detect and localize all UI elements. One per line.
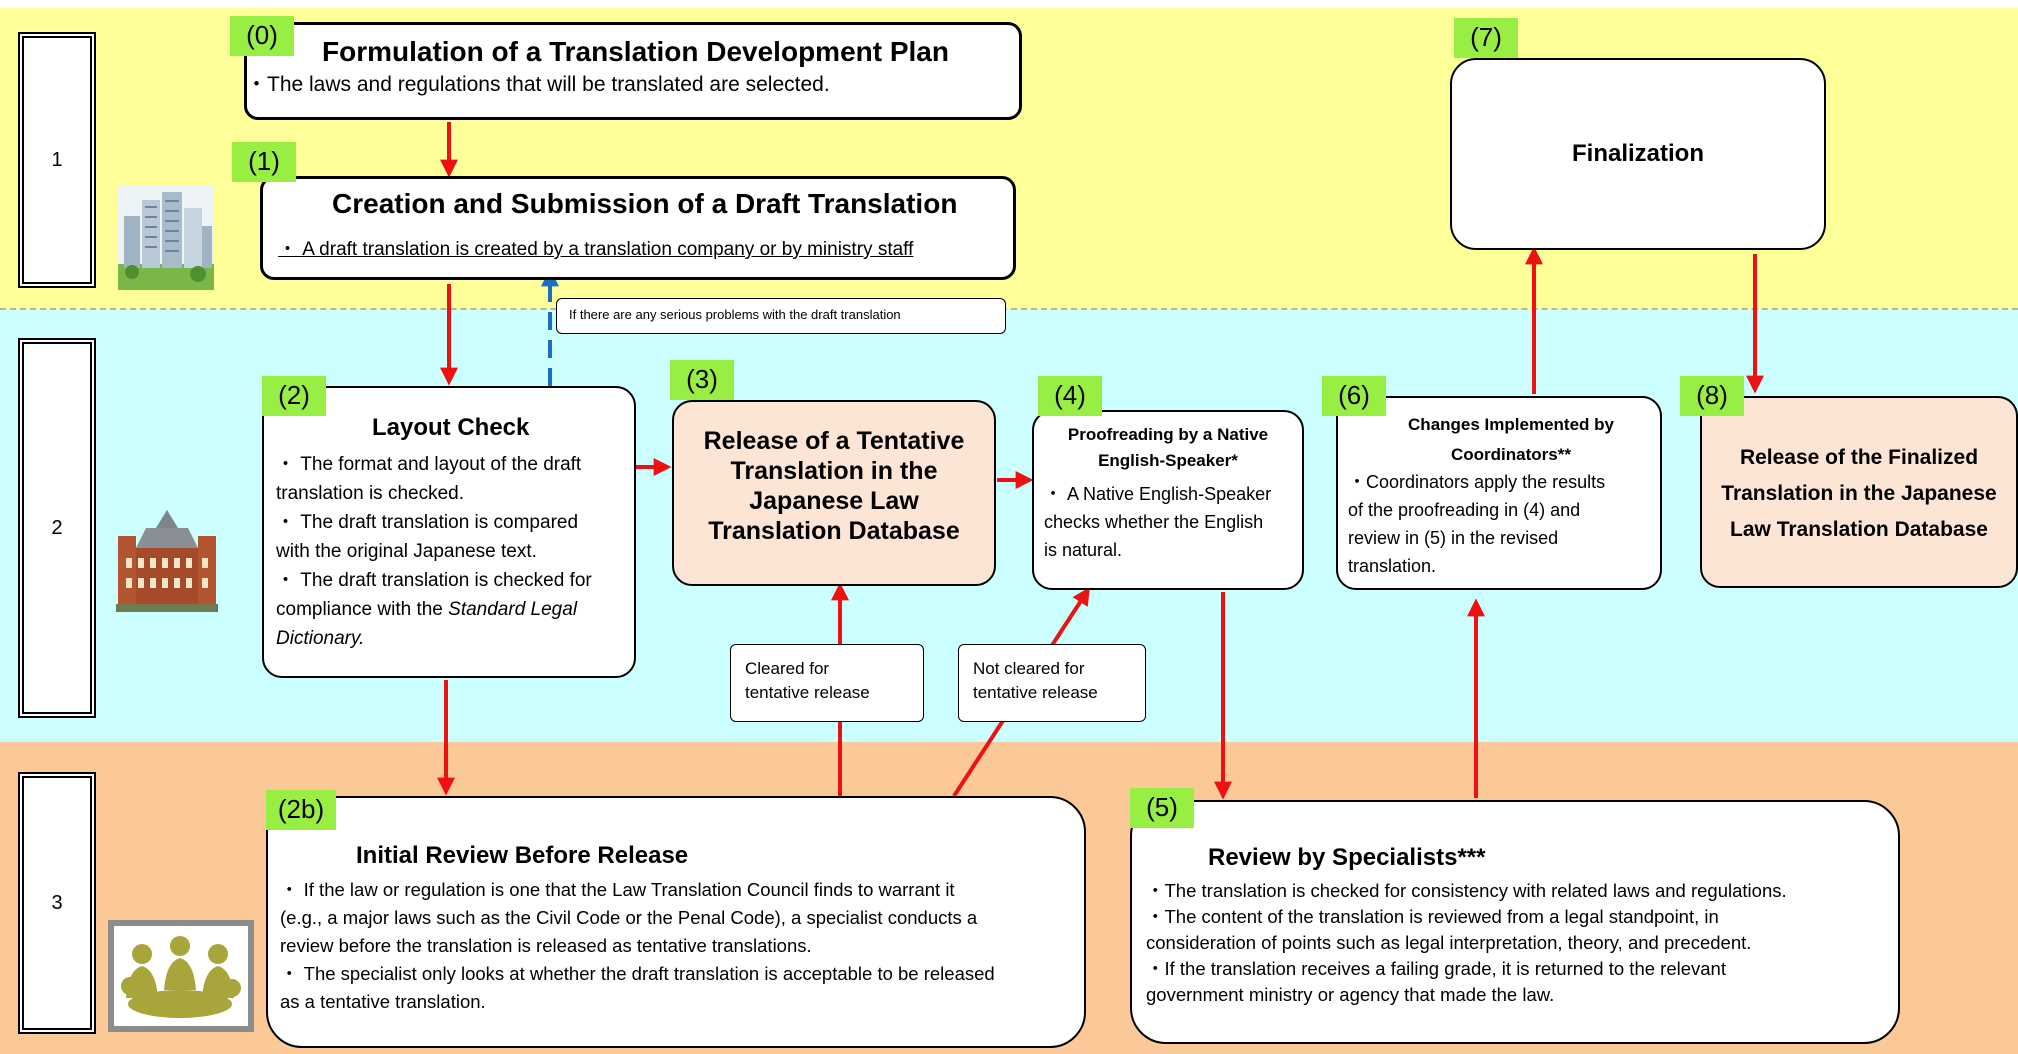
step-5-title: Review by Specialists*** — [1208, 844, 1486, 871]
step-3-tag: (3) — [670, 360, 734, 400]
note-not-cleared: Not cleared for tentative release — [958, 644, 1146, 722]
step-2-tag: (2) — [262, 376, 326, 416]
note-cleared: Cleared for tentative release — [730, 644, 924, 722]
step-0-tag: (0) — [230, 16, 294, 56]
step-4-box — [1032, 410, 1304, 590]
step-1-tag: (1) — [232, 142, 296, 182]
step-7-title: Finalization — [1572, 140, 1704, 167]
step-6-title: Changes Implemented by Coordinators** — [1408, 415, 1614, 464]
lane-label-2: 2 — [18, 338, 96, 718]
step-2-text: ・ The format and layout of the draft tra… — [276, 454, 592, 649]
step-3-box — [672, 400, 996, 586]
meeting-people-icon — [108, 920, 254, 1032]
step-1-text: ・ A draft translation is created by a tr… — [278, 239, 914, 260]
step-6-tag: (6) — [1322, 376, 1386, 416]
step-2b-tag: (2b) — [266, 790, 336, 830]
step-3-title: Release of a Tentative Translation in th… — [703, 427, 965, 545]
step-4-text: ・ A Native English-Speaker checks whethe… — [1044, 484, 1272, 560]
ministry-building-icon — [116, 506, 218, 612]
step-8-box — [1700, 396, 2018, 588]
lane-label-1: 1 — [18, 32, 96, 288]
note-serious-problems: If there are any serious problems with t… — [556, 298, 1006, 334]
step-0-box — [244, 22, 1022, 120]
step-0-text: ・The laws and regulations that will be t… — [246, 73, 830, 96]
step-4-tag: (4) — [1038, 376, 1102, 416]
step-5-tag: (5) — [1130, 788, 1194, 828]
step-7-box — [1450, 58, 1826, 250]
step-4-title: Proofreading by a Native English-Speaker… — [1067, 425, 1269, 470]
step-8-tag: (8) — [1680, 376, 1744, 416]
step-0-title: Formulation of a Translation Development… — [322, 36, 949, 67]
lane-label-3: 3 — [18, 772, 96, 1034]
office-buildings-icon — [118, 186, 214, 290]
step-1-box — [260, 176, 1016, 280]
step-5-box — [1130, 800, 1900, 1044]
step-2b-text: ・ If the law or regulation is one that t… — [280, 879, 995, 1012]
step-7-tag: (7) — [1454, 18, 1518, 58]
step-2-title: Layout Check — [372, 414, 530, 441]
step-6-text: ・Coordinators apply the results of the p… — [1348, 472, 1606, 576]
step-5-text: ・The translation is checked for consiste… — [1146, 880, 1787, 1005]
step-2b-title: Initial Review Before Release — [356, 842, 689, 869]
step-2-box — [262, 386, 636, 678]
step-6-box — [1336, 396, 1662, 590]
step-1-title: Creation and Submission of a Draft Trans… — [332, 188, 958, 219]
step-8-title: Release of the Finalized Translation in … — [1721, 446, 1997, 541]
step-2b-box — [266, 796, 1086, 1048]
